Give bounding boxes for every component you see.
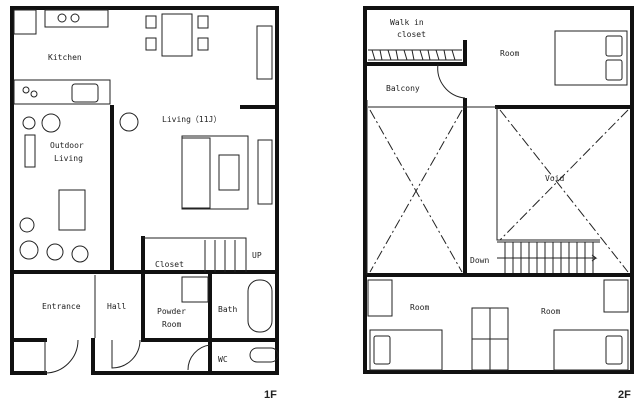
label-hall: Hall xyxy=(107,302,126,311)
desk-icon xyxy=(367,279,393,317)
label-room-right: Room xyxy=(541,307,560,316)
plant-icon xyxy=(22,116,36,130)
label-closet: Closet xyxy=(155,260,184,269)
bed-icon xyxy=(369,329,443,371)
entrance-door[interactable] xyxy=(44,339,79,374)
label-walk-in-closet-2: closet xyxy=(397,30,426,39)
label-stairs-down: Down xyxy=(470,256,489,265)
label-living: Living（11J） xyxy=(162,115,221,124)
floor-1-title: 1F xyxy=(264,389,277,401)
toilet-icon xyxy=(249,347,279,363)
rug xyxy=(181,135,249,210)
label-outdoor-living-2: Living xyxy=(54,154,83,163)
label-walk-in-closet-1: Walk in xyxy=(390,18,424,27)
label-wc: WC xyxy=(218,355,228,364)
balcony-door[interactable] xyxy=(437,63,466,99)
plant-icon xyxy=(19,240,39,260)
shelf-icon xyxy=(256,25,273,80)
plant-icon xyxy=(41,113,61,133)
bed-icon xyxy=(553,329,629,371)
hanging-rod xyxy=(368,49,462,61)
chair-icon xyxy=(197,15,209,29)
plant-icon xyxy=(46,243,64,261)
floor-2-plan xyxy=(363,6,634,374)
label-bath: Bath xyxy=(218,305,237,314)
wc-door[interactable] xyxy=(187,344,211,371)
hall-door[interactable] xyxy=(111,339,141,369)
desk-icon xyxy=(603,279,629,313)
label-void: Void xyxy=(545,174,564,183)
bathtub-icon xyxy=(247,279,273,333)
label-entrance: Entrance xyxy=(42,302,81,311)
label-balcony: Balcony xyxy=(386,84,420,93)
chair-icon xyxy=(145,15,157,29)
kitchen-counter xyxy=(44,9,109,28)
kitchen-island xyxy=(13,79,111,105)
label-stairs-up: UP xyxy=(252,251,262,260)
sofa-icon xyxy=(181,137,211,209)
label-kitchen: Kitchen xyxy=(48,53,82,62)
label-powder-room-1: Powder xyxy=(157,307,186,316)
chair-icon xyxy=(145,37,157,51)
plant-icon xyxy=(71,245,89,263)
floor-1-plan xyxy=(10,6,279,375)
outdoor-table xyxy=(58,189,86,231)
plant-icon xyxy=(19,217,35,233)
sink-icon xyxy=(71,83,99,103)
fridge-icon xyxy=(13,9,37,35)
floor-2-title: 2F xyxy=(618,389,631,401)
label-room-top: Room xyxy=(500,49,519,58)
vanity-icon xyxy=(181,276,209,303)
label-outdoor-living-1: Outdoor xyxy=(50,141,84,150)
label-powder-room-2: Room xyxy=(162,320,181,329)
planter-icon xyxy=(24,134,36,168)
chair-icon xyxy=(197,37,209,51)
tv-stand-icon xyxy=(257,139,273,205)
dining-table xyxy=(161,13,193,57)
bed-icon xyxy=(554,30,628,86)
label-room-left: Room xyxy=(410,303,429,312)
coffee-table xyxy=(218,154,240,191)
void-cross-left xyxy=(369,109,463,273)
plant-icon xyxy=(119,112,139,132)
void-cross-right xyxy=(499,109,629,273)
